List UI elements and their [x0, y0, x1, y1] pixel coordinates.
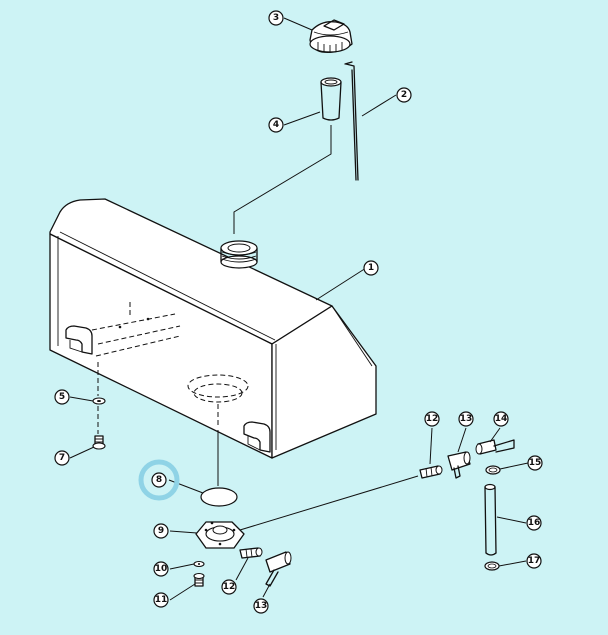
leader-lines: [69, 17, 529, 601]
callout-13-upper[interactable]: 13: [458, 411, 474, 427]
assembly-line-strainer: [233, 125, 332, 234]
svg-text:12: 12: [426, 414, 439, 424]
svg-text:2: 2: [401, 90, 407, 100]
callout-10[interactable]: 10: [153, 561, 169, 577]
callout-16[interactable]: 16: [526, 515, 542, 531]
callout-9[interactable]: 9: [153, 523, 169, 539]
callout-4[interactable]: 4: [268, 117, 284, 133]
bolt-7: [92, 435, 106, 450]
callout-8-highlight-ring: [138, 459, 180, 501]
fitting-14: [475, 439, 515, 455]
fuel-sender-9: [195, 521, 245, 549]
svg-text:16: 16: [528, 518, 541, 528]
fuel-cap: [309, 19, 353, 53]
callout-5[interactable]: 5: [54, 389, 70, 405]
svg-text:9: 9: [158, 526, 164, 536]
callout-11[interactable]: 11: [153, 592, 169, 608]
callout-17[interactable]: 17: [526, 553, 542, 569]
fitting-12-lower: [239, 547, 263, 559]
callout-8[interactable]: 8: [151, 472, 167, 488]
valve-13-upper: [447, 451, 471, 479]
filler-neck: [220, 240, 258, 269]
svg-text:12: 12: [223, 582, 236, 592]
fitting-12-upper: [419, 465, 443, 479]
callout-1[interactable]: 1: [363, 260, 379, 276]
svg-text:15: 15: [529, 458, 542, 468]
svg-text:8: 8: [156, 475, 162, 485]
callout-7[interactable]: 7: [54, 450, 70, 466]
gasket-8: [200, 487, 238, 507]
hose-clip-17: [484, 561, 500, 571]
callout-15[interactable]: 15: [527, 455, 543, 471]
svg-text:4: 4: [273, 120, 279, 130]
callout-12-upper[interactable]: 12: [424, 411, 440, 427]
washer-10: [193, 560, 205, 568]
fuel-tank: [49, 198, 377, 459]
right-mounting-bracket: [243, 421, 271, 453]
valve-13-lower: [265, 551, 292, 587]
dipstick: [344, 61, 359, 181]
svg-text:14: 14: [495, 414, 508, 424]
svg-text:3: 3: [273, 13, 279, 23]
svg-text:17: 17: [528, 556, 541, 566]
svg-text:13: 13: [255, 601, 268, 611]
washer-5: [92, 397, 106, 405]
svg-text:10: 10: [155, 564, 168, 574]
svg-text:13: 13: [460, 414, 473, 424]
svg-text:1: 1: [368, 263, 374, 273]
svg-text:5: 5: [59, 392, 65, 402]
screw-11: [193, 572, 205, 587]
callout-13-lower[interactable]: 13: [253, 598, 269, 614]
svg-text:7: 7: [59, 453, 65, 463]
hose-clip-15: [485, 465, 501, 475]
callout-3[interactable]: 3: [268, 10, 284, 26]
svg-text:11: 11: [155, 595, 168, 605]
callout-2[interactable]: 2: [396, 87, 412, 103]
filler-strainer: [320, 77, 342, 121]
assembly-line-sender: [239, 475, 419, 531]
callout-14[interactable]: 14: [493, 411, 509, 427]
fuel-hose-16: [484, 483, 497, 556]
callout-12-lower[interactable]: 12: [221, 579, 237, 595]
left-mounting-bracket: [65, 325, 93, 355]
